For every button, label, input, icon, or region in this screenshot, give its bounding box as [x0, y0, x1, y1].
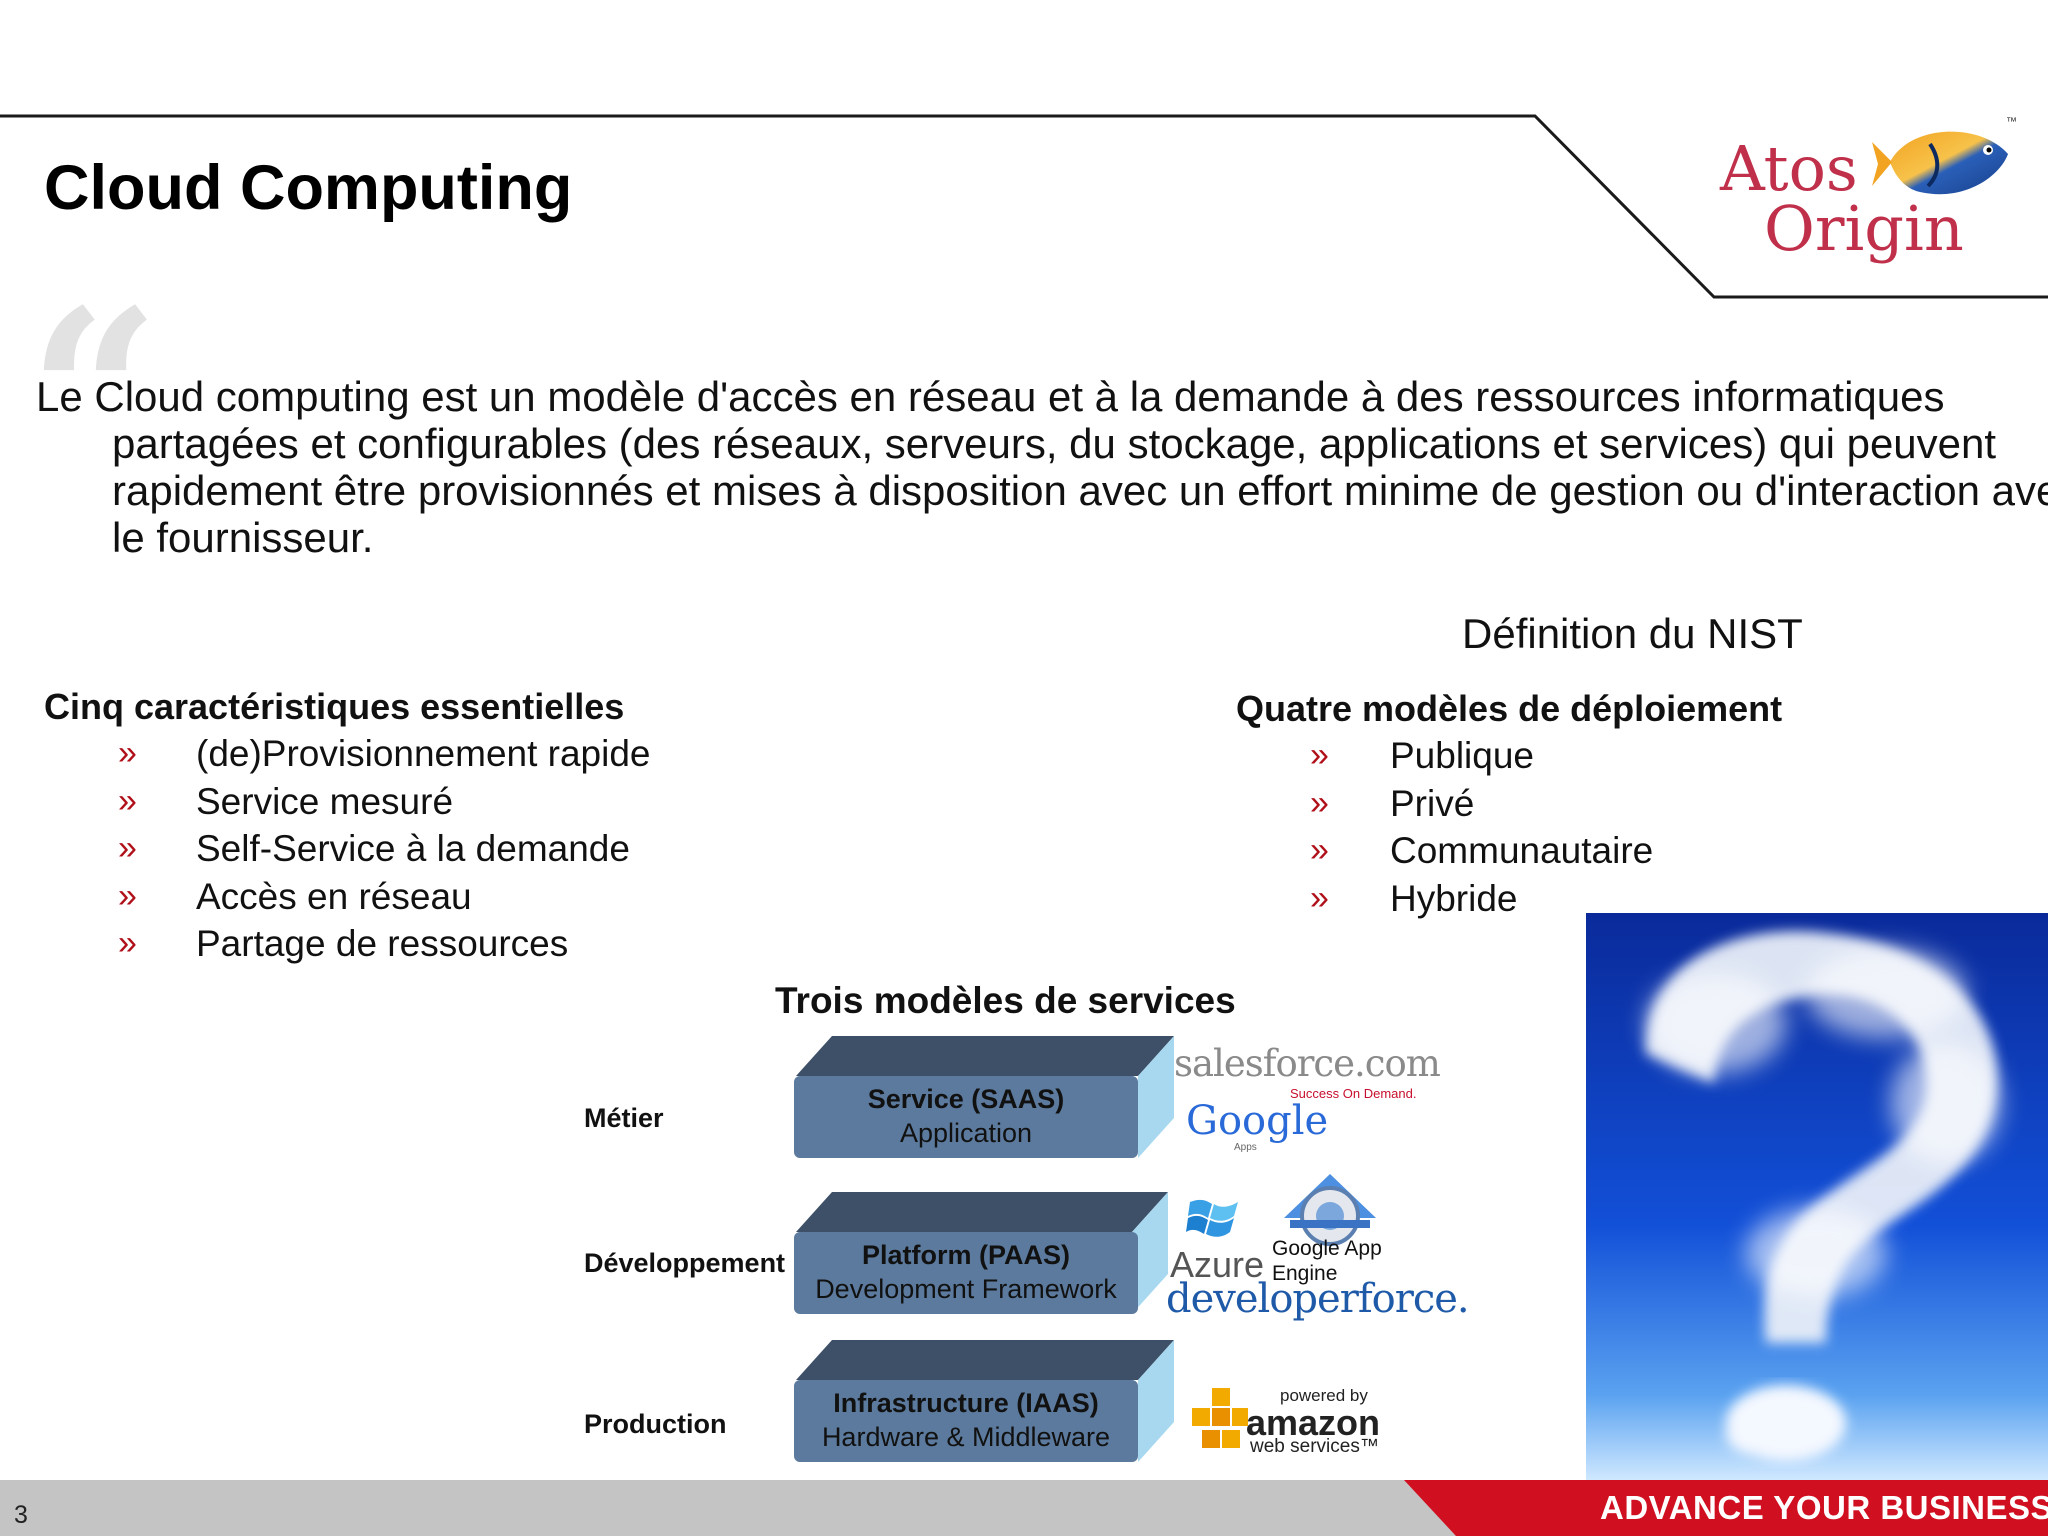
aws-powered-by: powered by — [1280, 1386, 1368, 1405]
azure-logo: Azure — [1170, 1244, 1265, 1285]
iaas-block-label: Infrastructure (IAAS) Hardware & Middlew… — [794, 1386, 1138, 1454]
paas-name: Platform (PAAS) — [861, 1240, 1070, 1270]
page-number: 3 — [14, 1501, 28, 1529]
bullet-icon: » — [118, 734, 137, 772]
deployment-heading: Quatre modèles de déploiement — [1236, 688, 1783, 729]
saas-block-label: Service (SAAS) Application — [794, 1082, 1138, 1150]
developerforce-logo: developerforce. — [1166, 1276, 1470, 1322]
logo-trademark: ™ — [2006, 116, 2017, 128]
paas-desc: Development Framework — [815, 1274, 1117, 1304]
windows-icon — [1186, 1199, 1238, 1237]
nist-definition-text: Le Cloud computing est un modèle d'accès… — [36, 373, 2048, 561]
iaas-desc: Hardware & Middleware — [821, 1422, 1111, 1452]
services-heading: Trois modèles de services — [775, 980, 1236, 1021]
row-label-developpement: Développement — [584, 1248, 786, 1278]
list-item: »Privé — [1310, 780, 1910, 828]
google-apps-sub: Apps — [1234, 1142, 1257, 1153]
list-item: »(de)Provisionnement rapide — [118, 730, 818, 778]
google-apps-logo: Google — [1186, 1098, 1329, 1144]
list-item: »Publique — [1310, 732, 1910, 780]
row-label-metier: Métier — [584, 1103, 664, 1133]
bullet-icon: » — [1310, 783, 1329, 822]
bullet-icon: » — [118, 876, 137, 915]
bullet-icon: » — [1310, 831, 1329, 870]
iaas-name: Infrastructure (IAAS) — [833, 1388, 1099, 1418]
list-item: »Partage de ressources — [118, 920, 818, 968]
fish-icon — [1872, 131, 2008, 195]
bullet-icon: » — [118, 924, 137, 963]
list-item: »Service mesuré — [118, 778, 818, 826]
cloud-question-mark-image — [1586, 913, 2048, 1480]
aws-amazon-logo: amazon — [1246, 1402, 1381, 1443]
list-item: »Communautaire — [1310, 827, 1910, 875]
logo-text-atos: Atos — [1720, 132, 1858, 205]
slide-title: Cloud Computing — [44, 153, 573, 223]
logo-text-origin: Origin — [1764, 192, 1964, 265]
google-app-engine-icon — [1284, 1174, 1376, 1246]
row-label-production: Production — [584, 1409, 727, 1439]
definition-source: Définition du NIST — [1462, 610, 1803, 657]
footer-bar — [0, 1480, 2048, 1536]
quote-icon: “ — [28, 260, 161, 530]
bullet-icon: » — [118, 829, 137, 868]
deployment-list: »Publique »Privé »Communautaire »Hybride — [1310, 732, 1910, 922]
aws-boxes-icon — [1192, 1388, 1248, 1448]
list-item: »Self-Service à la demande — [118, 825, 818, 873]
header-divider-line — [0, 114, 2048, 299]
saas-block — [794, 1036, 1174, 1158]
bullet-icon: » — [1310, 878, 1329, 917]
bullet-icon: » — [118, 781, 137, 820]
saas-name: Service (SAAS) — [867, 1084, 1065, 1114]
footer-slogan: ADVANCE YOUR BUSINESS » — [1600, 1489, 2048, 1526]
characteristics-heading: Cinq caractéristiques essentielles — [44, 686, 625, 727]
list-item: »Hybride — [1310, 875, 1910, 923]
aws-web-services: web services™ — [1250, 1436, 1379, 1457]
google-app-engine-label: Google App Engine — [1272, 1237, 1382, 1285]
iaas-block — [794, 1340, 1174, 1462]
paas-block-label: Platform (PAAS) Development Framework — [794, 1238, 1138, 1306]
salesforce-logo: salesforce.com — [1174, 1042, 1441, 1085]
list-item: »Accès en réseau — [118, 873, 818, 921]
characteristics-list: »(de)Provisionnement rapide »Service mes… — [118, 730, 818, 968]
saas-desc: Application — [899, 1118, 1033, 1148]
salesforce-tagline: Success On Demand. — [1290, 1086, 1417, 1101]
atos-origin-logo: Atos Origin ™ — [1710, 110, 2030, 280]
paas-block — [794, 1192, 1168, 1314]
bullet-icon: » — [1310, 736, 1329, 774]
